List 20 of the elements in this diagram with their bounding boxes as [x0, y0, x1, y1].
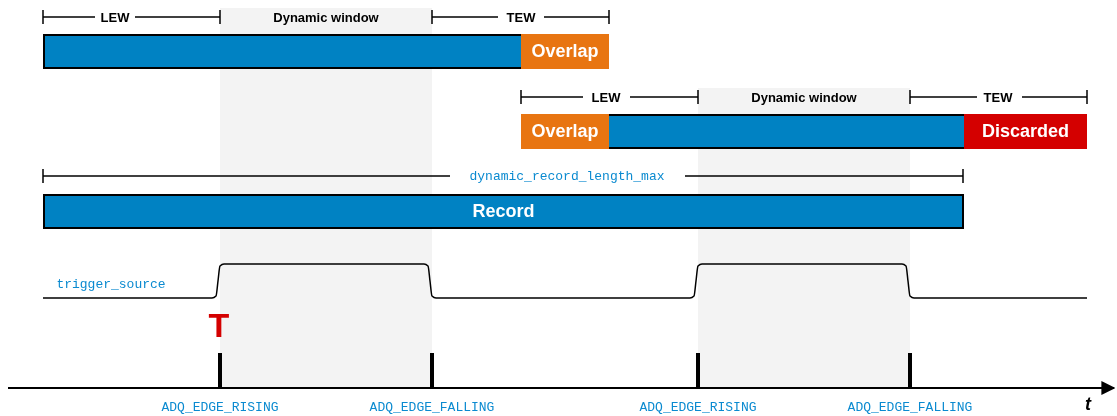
dimension-label: dynamic_record_length_max	[469, 169, 665, 183]
dimension-label: TEW	[505, 10, 537, 24]
dimension-label: Dynamic window	[750, 90, 858, 104]
dimension-label: LEW	[99, 10, 131, 24]
signal-name: trigger_source	[56, 277, 166, 291]
dimension-label: Dynamic window	[272, 10, 380, 24]
record-bar: Record	[43, 194, 964, 229]
overlap-segment: Overlap	[521, 34, 609, 69]
dimension-label: TEW	[982, 90, 1014, 104]
record-bar	[521, 114, 1087, 149]
event-name: ADQ_EDGE_FALLING	[847, 400, 973, 414]
overlap-segment: Overlap	[521, 114, 609, 149]
axis-label: t	[1085, 395, 1091, 413]
event-name: ADQ_EDGE_FALLING	[369, 400, 495, 414]
record-bar	[43, 34, 609, 69]
discarded-segment: Discarded	[964, 114, 1087, 149]
event-name: ADQ_EDGE_RISING	[161, 400, 279, 414]
trigger-marker: T	[208, 308, 230, 342]
dimension-label: LEW	[590, 90, 622, 104]
event-name: ADQ_EDGE_RISING	[639, 400, 757, 414]
